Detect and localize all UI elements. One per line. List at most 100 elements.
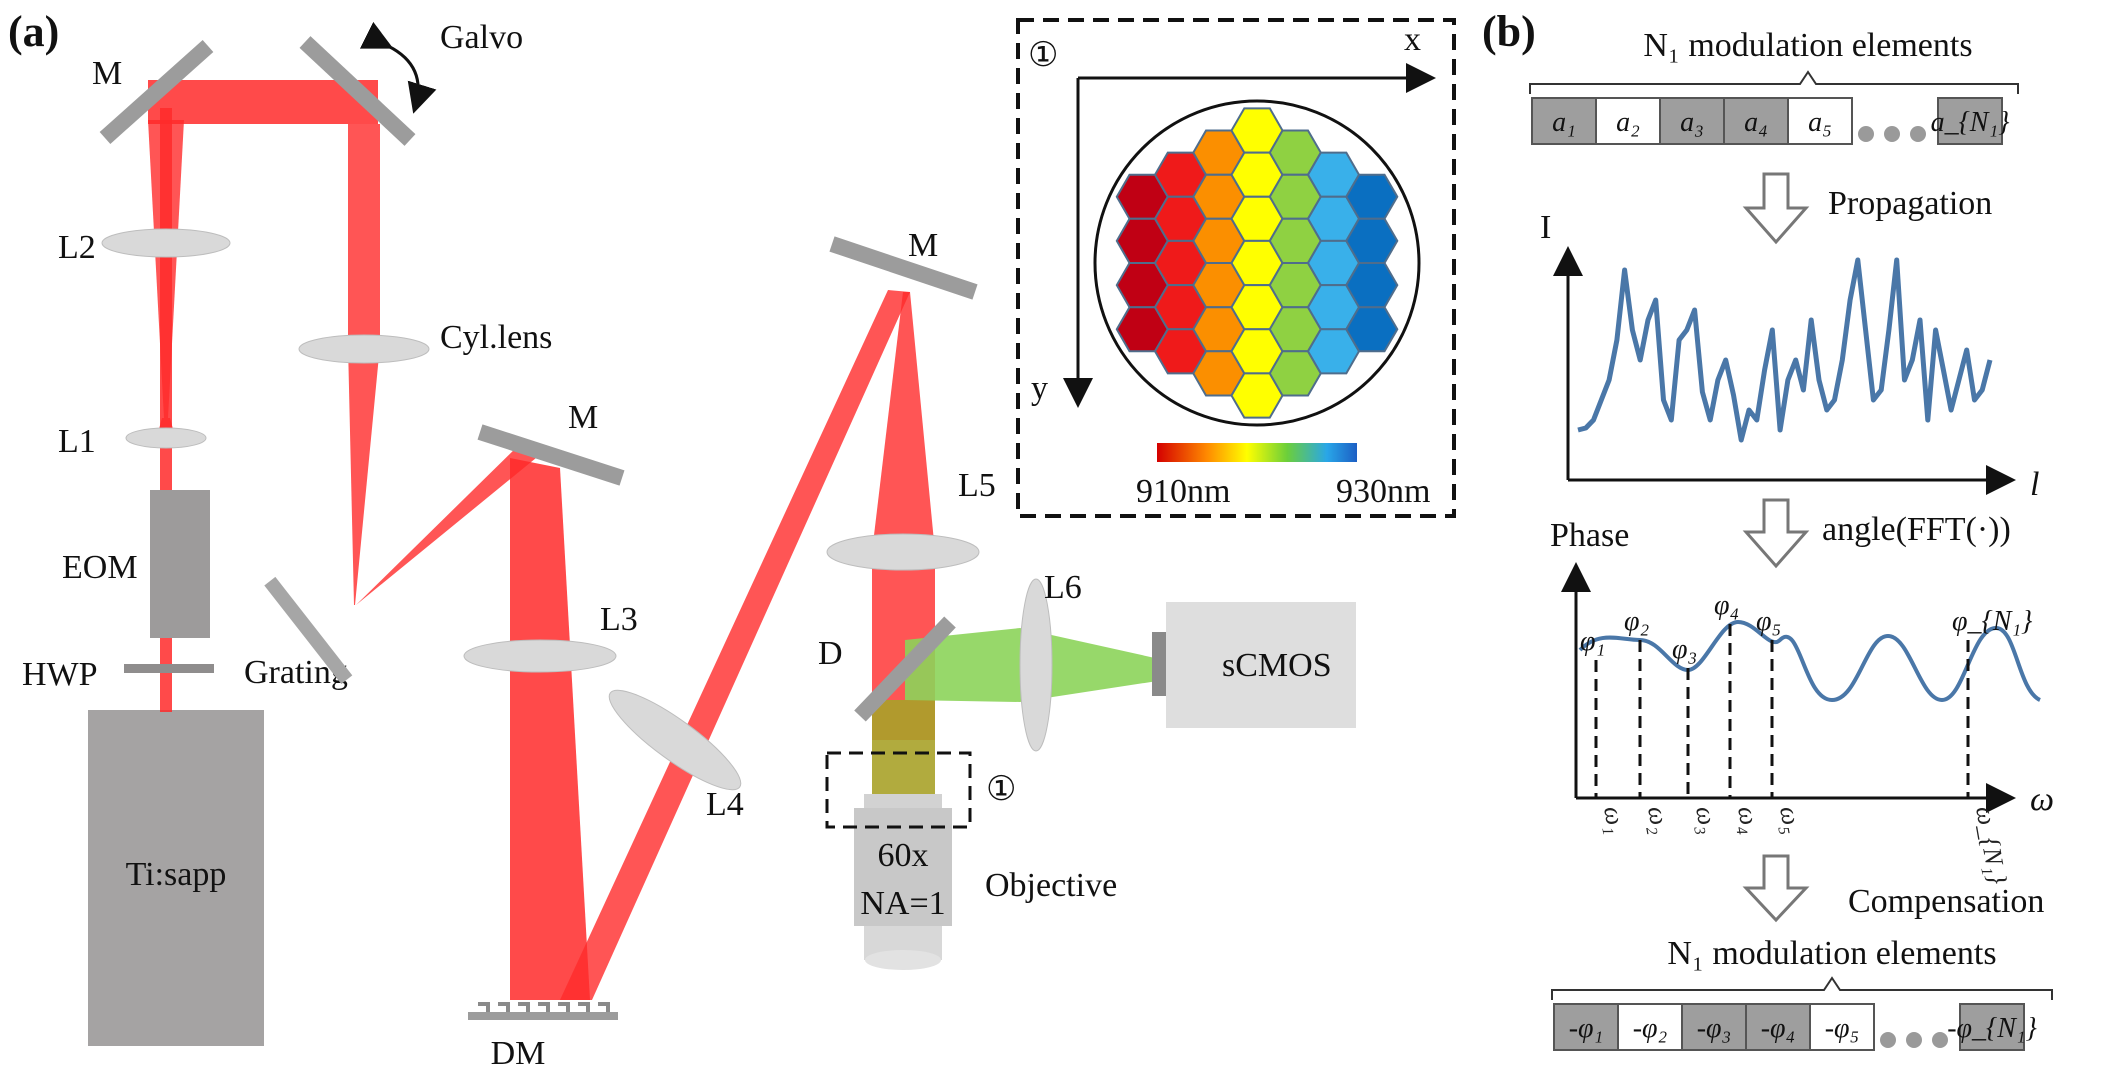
bottom-bracket-label: N₁ modulation elements <box>1667 935 1996 972</box>
path-axis-label: l <box>2030 466 2039 503</box>
wavelength-colorbar <box>1157 443 1357 462</box>
phi-label: φ_{N₁} <box>1952 606 2032 637</box>
deformable-mirror <box>468 1012 618 1020</box>
modulation-element <box>1809 1003 1875 1051</box>
ellipsis-dot <box>1880 1032 1896 1048</box>
element-label: -φ₅ <box>1825 1013 1860 1044</box>
intensity-axis-label: I <box>1540 209 1551 246</box>
modulation-element <box>1659 97 1725 145</box>
beam-grating-to-mirror <box>356 440 536 605</box>
galvo-label: Galvo <box>440 19 523 56</box>
inset-marker: ① <box>1028 37 1058 74</box>
objective-na: NA=1 <box>860 885 945 922</box>
bottom-element-row: -φ₁-φ₂-φ₃-φ₄-φ₅-φ_{N₁} <box>1553 1003 2037 1051</box>
objective-label: Objective <box>985 867 1117 904</box>
camera-label: sCMOS <box>1222 647 1332 684</box>
modulation-element <box>1959 1003 2025 1051</box>
inset-y-label: y <box>1031 370 1048 407</box>
modulation-element <box>1723 97 1789 145</box>
wl-max-label: 930nm <box>1336 473 1430 510</box>
phi-label: φ₁ <box>1580 626 1605 657</box>
mirror-m3-label: M <box>908 227 938 264</box>
step-fft: angle(FFT(·)) <box>1822 511 2011 548</box>
objective-front <box>865 950 941 970</box>
mirror-m3 <box>829 236 978 300</box>
hex-segments <box>1115 107 1399 419</box>
optical-setup: (a) Ti:sapp EOM HWP Grating L2 L1 M Galv… <box>8 7 1456 1072</box>
element-label: -φ₂ <box>1633 1013 1668 1044</box>
galvo-mirror <box>299 36 416 146</box>
grating <box>264 576 353 684</box>
scmos-camera <box>1166 602 1356 728</box>
element-label: a_{N₁} <box>1931 107 2010 138</box>
phase-curve <box>1578 619 2042 703</box>
laser-label: Ti:sapp <box>126 856 227 893</box>
dm-actuators <box>478 1002 610 1012</box>
beam-to-objective <box>872 292 935 740</box>
hex-segment <box>1345 306 1399 353</box>
dm-label: DM <box>491 1035 546 1072</box>
step-compensation: Compensation <box>1848 883 2044 920</box>
cyl-lens-label: Cyl.lens <box>440 319 552 356</box>
l2-label: L2 <box>58 229 96 266</box>
ellipsis-dot <box>1910 126 1926 142</box>
phi-label: φ₅ <box>1756 606 1781 637</box>
phi-label: φ₄ <box>1714 590 1739 621</box>
phi-label: φ₃ <box>1672 634 1697 665</box>
phase-axis-label: Phase <box>1550 517 1629 554</box>
modulation-element <box>1787 97 1853 145</box>
top-bracket <box>1529 70 2019 94</box>
fft-arrow <box>1742 498 1810 569</box>
dichroic-label: D <box>818 635 843 672</box>
modulation-element <box>1937 97 2003 145</box>
element-label: a₁ <box>1552 107 1576 138</box>
objective-top <box>864 794 942 810</box>
pupil-dashed-box <box>825 751 972 829</box>
beam-top-horizontal <box>148 80 378 124</box>
eom <box>150 490 210 638</box>
bottom-bracket <box>1551 976 2053 1000</box>
objective-mag: 60x <box>878 837 929 874</box>
l1-label: L1 <box>58 423 96 460</box>
omega-label: ω₁ <box>1598 804 1631 836</box>
eom-label: EOM <box>62 549 138 586</box>
cyl-lens <box>298 334 430 364</box>
element-label: -φ_{N₁} <box>1947 1013 2037 1044</box>
panel-a-label: (a) <box>8 7 59 56</box>
omega-label: ω₃ <box>1690 804 1723 836</box>
inset-x-label: x <box>1404 21 1421 58</box>
beam-to-grating <box>348 124 380 605</box>
lens-l6 <box>1019 578 1053 752</box>
l3-label: L3 <box>600 601 638 638</box>
mirror-m2-label: M <box>568 399 598 436</box>
hwp <box>124 664 214 673</box>
ti-sapp-laser <box>88 710 264 1046</box>
beam-dm-to-mirror <box>560 290 910 1000</box>
step-propagation: Propagation <box>1828 185 1992 222</box>
intensity-trace <box>1577 257 1993 443</box>
omega-label: ω₂ <box>1642 804 1675 836</box>
l5-label: L5 <box>958 467 996 504</box>
camera-mount <box>1152 632 1166 696</box>
l4-label: L4 <box>706 786 744 823</box>
mirror-top-left <box>99 40 214 144</box>
omega-label: ω₄ <box>1732 804 1765 836</box>
freq-axis-label: ω <box>2030 781 2054 818</box>
lens-l4 <box>608 689 742 791</box>
element-label: a₂ <box>1616 107 1640 138</box>
element-label: a₄ <box>1744 107 1768 138</box>
element-label: a₃ <box>1680 107 1704 138</box>
top-bracket-label: N₁ modulation elements <box>1643 27 1972 64</box>
pupil-marker: ① <box>986 771 1016 808</box>
dichroic-d <box>854 616 956 722</box>
ellipsis-dot <box>1858 126 1874 142</box>
lens-l3 <box>463 639 617 673</box>
wl-min-label: 910nm <box>1136 473 1230 510</box>
omega-label: ω₅ <box>1774 804 1807 836</box>
ellipsis-dot <box>1932 1032 1948 1048</box>
omega-label: ω_{N₁} <box>1970 804 2012 887</box>
modulation-element <box>1617 1003 1683 1051</box>
